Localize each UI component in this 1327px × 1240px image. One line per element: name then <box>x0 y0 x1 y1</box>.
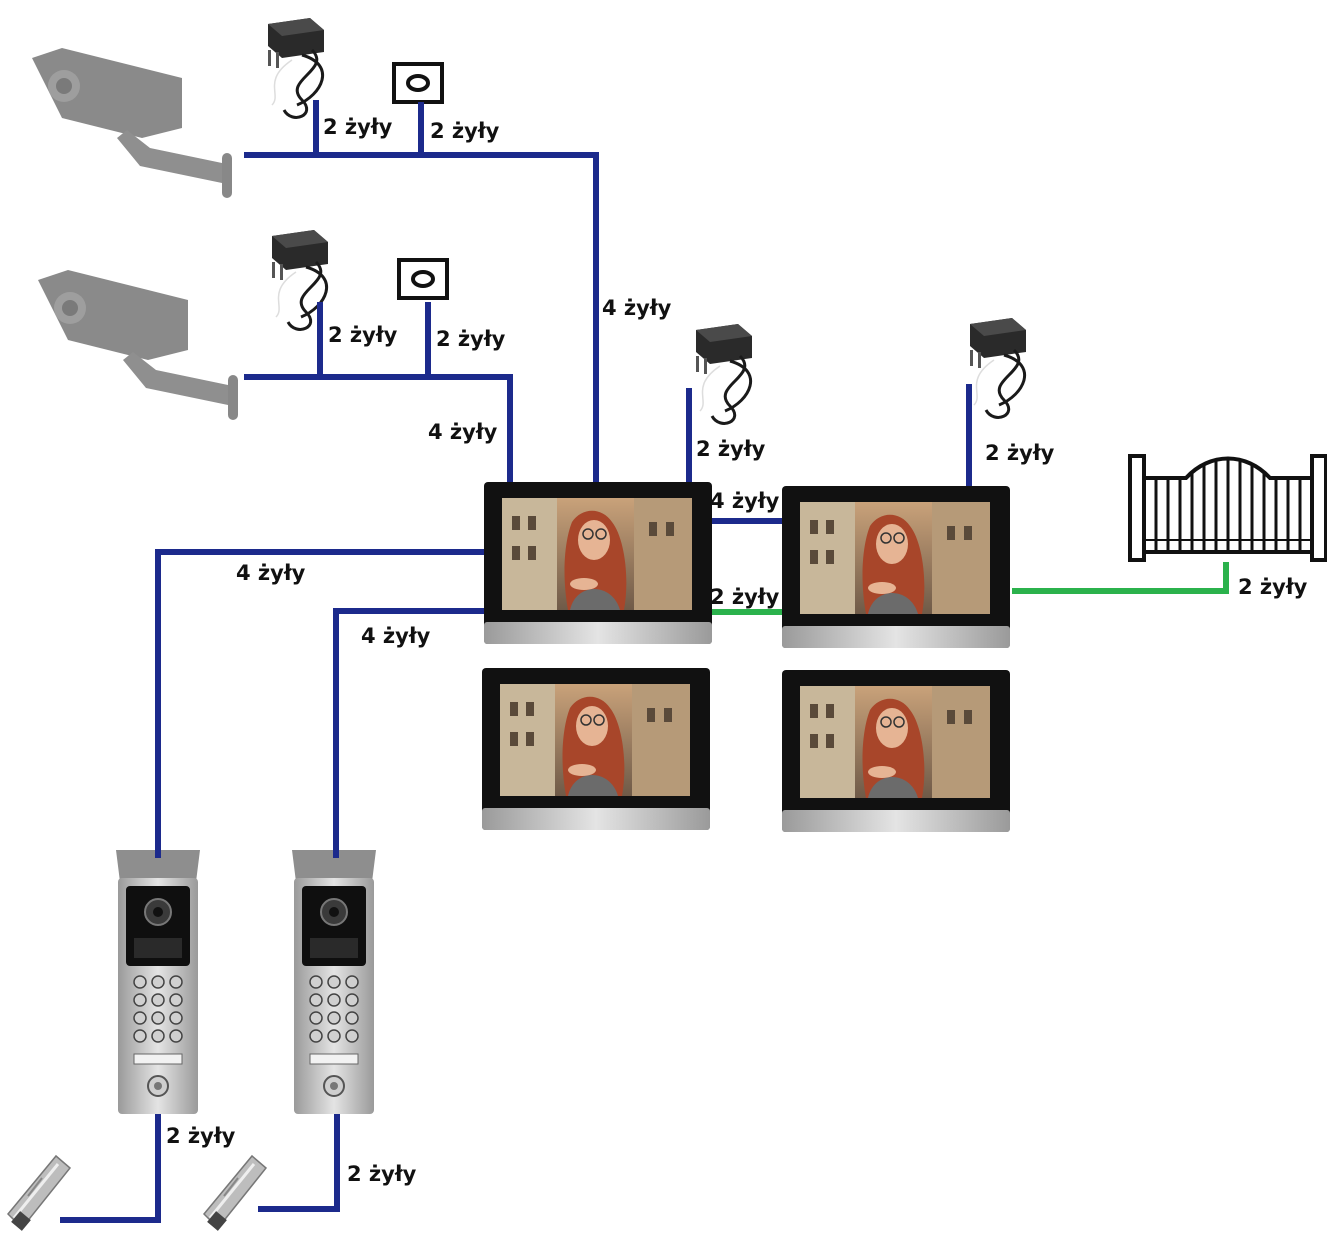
signal-wires <box>60 100 972 1223</box>
exit-button-icon <box>397 258 449 300</box>
wire-camera1 <box>244 152 599 482</box>
power-supply-icon <box>968 316 1028 419</box>
wire-label: 4 żyły <box>428 420 498 444</box>
wire-door1 <box>155 549 484 858</box>
wire-camera2 <box>244 374 513 482</box>
wire-label: 4 żyły <box>361 624 431 648</box>
door-station-icon <box>115 849 201 1115</box>
wire-label: 2 żyły <box>328 323 398 347</box>
monitor-icon <box>781 669 1011 833</box>
wire-lock2 <box>258 1114 340 1212</box>
wire-door2 <box>333 608 484 858</box>
gate-wires <box>712 562 1229 615</box>
monitor-icon <box>483 481 713 645</box>
wire-label: 2 żyły <box>430 119 500 143</box>
wire-label: 2 żyły <box>436 327 506 351</box>
wire-label: 4 żyły <box>236 561 306 585</box>
wire-label: 2 żyły <box>710 585 780 609</box>
wire-label: 2 żyły <box>347 1162 417 1186</box>
wire-label: 2 żyły <box>323 115 393 139</box>
wire-label: 2 żyły <box>696 437 766 461</box>
monitor-icon <box>781 485 1011 649</box>
gate-icon <box>1128 454 1327 562</box>
wire-label: 2 żyły <box>985 441 1055 465</box>
power-supply-icon <box>694 322 754 425</box>
camera-icon <box>32 48 232 198</box>
wire-label: 4 żyły <box>710 489 780 513</box>
camera-icon <box>38 270 238 420</box>
wire-label: 2 żyły <box>1238 575 1308 599</box>
exit-button-icon <box>392 62 444 104</box>
electric-strike-icon <box>202 1154 268 1233</box>
wire-gate <box>1012 562 1229 594</box>
wire-label: 4 żyły <box>602 296 672 320</box>
door-station-icon <box>291 849 377 1115</box>
monitor-icon <box>481 667 711 831</box>
wire-lock1 <box>60 1114 161 1223</box>
wire-label: 2 żyły <box>166 1124 236 1148</box>
